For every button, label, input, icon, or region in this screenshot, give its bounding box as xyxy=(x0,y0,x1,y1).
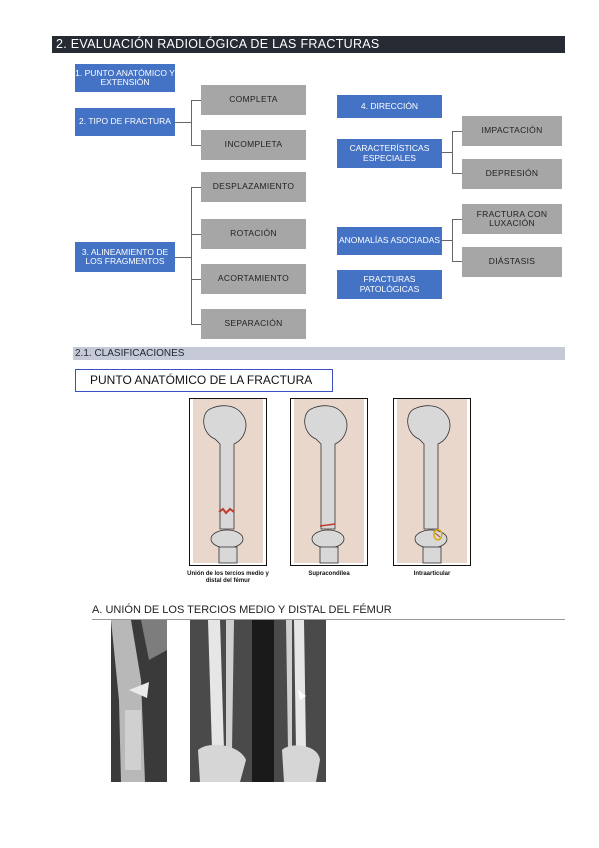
box-patologicas: FRACTURAS PATOLÓGICAS xyxy=(337,270,442,299)
box-alineamiento: 3. ALINEAMIENTO DE LOS FRAGMENTOS xyxy=(75,242,175,272)
femur-illustration xyxy=(290,398,368,566)
connector xyxy=(452,131,462,132)
connector xyxy=(175,257,191,258)
connector xyxy=(191,100,201,101)
connector xyxy=(191,187,192,325)
connector xyxy=(452,261,462,262)
box-label: SEPARACIÓN xyxy=(224,318,283,329)
box-label: 3. ALINEAMIENTO DE LOS FRAGMENTOS xyxy=(81,246,169,266)
connector xyxy=(452,219,453,262)
subsection-title: A. UNIÓN DE LOS TERCIOS MEDIO Y DISTAL D… xyxy=(92,604,565,620)
box-caracteristicas: CARACTERÍSTICAS ESPECIALES xyxy=(337,139,442,168)
subsection-header: 2.1. CLASIFICACIONES xyxy=(73,347,565,360)
figure-caption: Unión de los tercios medio y distal del … xyxy=(187,571,269,584)
framed-title: PUNTO ANATÓMICO DE LA FRACTURA xyxy=(75,369,333,392)
box-desplazamiento: DESPLAZAMIENTO xyxy=(201,172,306,202)
femur-drawing xyxy=(294,399,364,564)
box-acortamiento: ACORTAMIENTO xyxy=(201,264,306,294)
connector xyxy=(191,100,192,146)
box-label: FRACTURA CON LUXACIÓN xyxy=(476,208,548,228)
box-impactacion: IMPACTACIÓN xyxy=(462,116,562,146)
connector xyxy=(442,152,452,153)
box-label: 1. PUNTO ANATÓMICO Y EXTENSIÓN xyxy=(75,67,175,87)
connector xyxy=(191,279,201,280)
section-header: 2. EVALUACIÓN RADIOLÓGICA DE LAS FRACTUR… xyxy=(52,36,565,53)
femur-illustration xyxy=(189,398,267,566)
box-rotacion: ROTACIÓN xyxy=(201,219,306,249)
box-diastasis: DIÁSTASIS xyxy=(462,247,562,277)
box-label: ACORTAMIENTO xyxy=(217,273,290,284)
connector xyxy=(452,219,462,220)
box-label: INCOMPLETA xyxy=(224,139,283,150)
box-label: DESPLAZAMIENTO xyxy=(212,181,295,192)
box-label: 2. TIPO DE FRACTURA xyxy=(79,116,171,127)
box-label: ANOMALÍAS ASOCIADAS xyxy=(338,235,441,246)
figure-caption: Supracondílea xyxy=(308,571,350,577)
femur-illustration xyxy=(393,398,471,566)
box-label: 4. DIRECCIÓN xyxy=(360,100,419,111)
box-punto-anatomico: 1. PUNTO ANATÓMICO Y EXTENSIÓN xyxy=(75,64,175,92)
box-completa: COMPLETA xyxy=(201,85,306,115)
box-separacion: SEPARACIÓN xyxy=(201,309,306,339)
connector xyxy=(442,240,452,241)
connector xyxy=(452,173,462,174)
connector xyxy=(175,122,191,123)
connector xyxy=(191,234,201,235)
box-label: COMPLETA xyxy=(229,94,278,105)
box-tipo-fractura: 2. TIPO DE FRACTURA xyxy=(75,108,175,136)
box-direccion: 4. DIRECCIÓN xyxy=(337,95,442,118)
femur-drawing xyxy=(397,399,467,564)
xray-image xyxy=(111,620,167,782)
figure-caption: Intraarticular xyxy=(413,571,451,577)
xray-image xyxy=(190,620,326,782)
connector xyxy=(191,187,201,188)
box-label: DEPRESIÓN xyxy=(485,168,539,179)
femur-drawing xyxy=(193,399,263,564)
box-luxacion: FRACTURA CON LUXACIÓN xyxy=(462,204,562,234)
connector xyxy=(191,324,201,325)
box-label: DIÁSTASIS xyxy=(488,256,536,267)
box-anomalias: ANOMALÍAS ASOCIADAS xyxy=(337,227,442,255)
connector xyxy=(452,131,453,174)
box-incompleta: INCOMPLETA xyxy=(201,130,306,160)
box-label: CARACTERÍSTICAS ESPECIALES xyxy=(349,143,430,163)
xray-drawing xyxy=(111,620,167,782)
box-label: IMPACTACIÓN xyxy=(481,125,543,136)
connector xyxy=(191,145,201,146)
box-depresion: DEPRESIÓN xyxy=(462,159,562,189)
box-label: FRACTURAS PATOLÓGICAS xyxy=(359,274,420,294)
xray-drawing xyxy=(190,620,326,782)
box-label: ROTACIÓN xyxy=(230,228,277,239)
